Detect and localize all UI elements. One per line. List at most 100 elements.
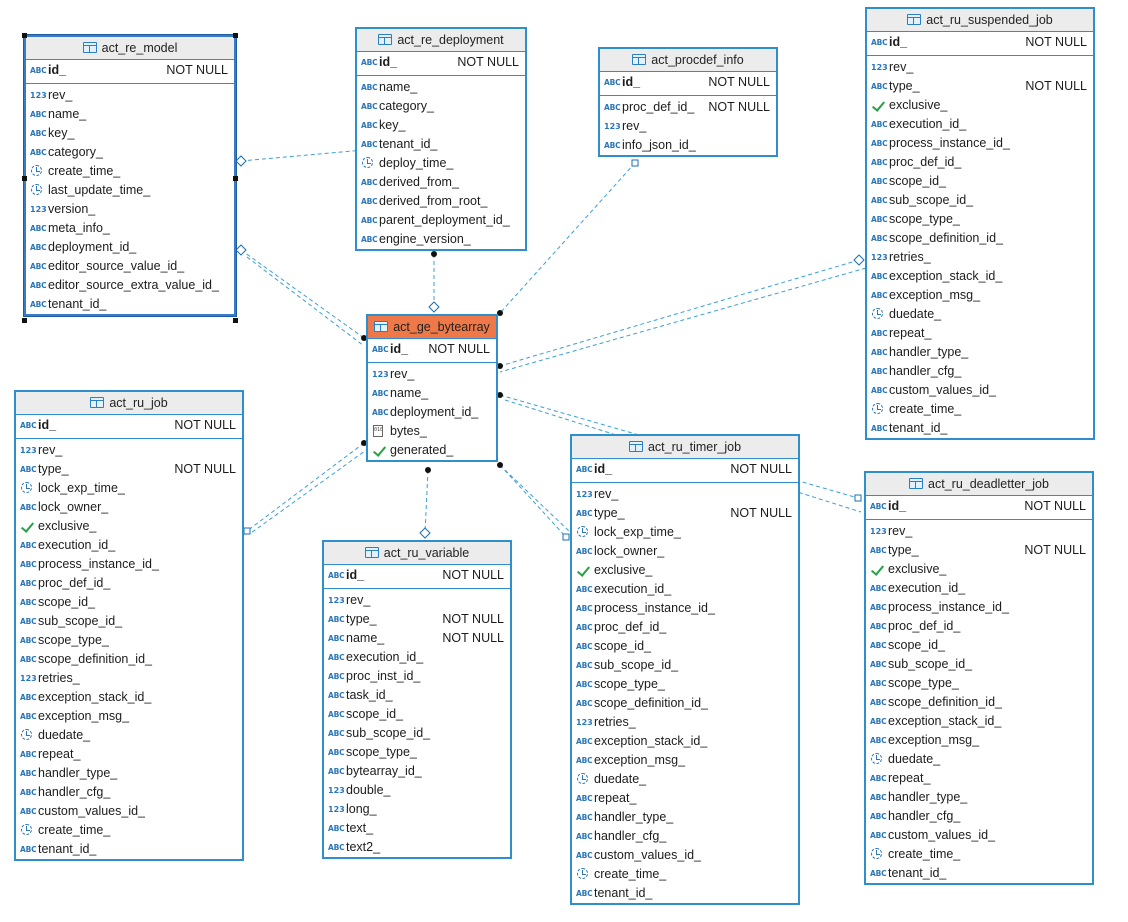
column-row[interactable]: exception_stack_id_ [866,712,1092,731]
column-row[interactable]: create_time_ [16,821,242,840]
column-row[interactable]: rev_ [368,365,496,384]
column-row[interactable]: create_time_ [866,845,1092,864]
column-row[interactable]: exception_stack_id_ [867,267,1093,286]
table-act_ru_deadletter_job[interactable]: act_ru_deadletter_jobid_NOT NULLrev_type… [864,471,1094,885]
column-row[interactable]: exception_msg_ [866,731,1092,750]
column-row[interactable]: execution_id_ [866,579,1092,598]
column-row[interactable]: sub_scope_id_ [867,191,1093,210]
column-row[interactable]: handler_type_ [867,343,1093,362]
column-row[interactable]: tenant_id_ [357,135,525,154]
column-row[interactable]: id_NOT NULL [572,460,798,479]
column-row[interactable]: create_time_ [867,400,1093,419]
column-row[interactable]: proc_inst_id_ [324,667,510,686]
resize-handle[interactable] [22,175,27,181]
column-row[interactable]: duedate_ [16,726,242,745]
column-row[interactable]: tenant_id_ [572,884,798,903]
column-row[interactable]: name_ [357,78,525,97]
column-row[interactable]: repeat_ [16,745,242,764]
column-row[interactable]: duedate_ [866,750,1092,769]
column-row[interactable]: id_NOT NULL [357,53,525,72]
resize-handle[interactable] [233,318,238,323]
column-row[interactable]: editor_source_extra_value_id_ [26,276,234,295]
column-row[interactable]: lock_exp_time_ [16,479,242,498]
column-row[interactable]: process_instance_id_ [572,599,798,618]
column-row[interactable]: sub_scope_id_ [572,656,798,675]
column-row[interactable]: scope_definition_id_ [867,229,1093,248]
column-row[interactable]: lock_exp_time_ [572,523,798,542]
table-act_ru_variable[interactable]: act_ru_variableid_NOT NULLrev_type_NOT N… [322,540,512,859]
column-row[interactable]: editor_source_value_id_ [26,257,234,276]
column-row[interactable]: handler_type_ [16,764,242,783]
column-row[interactable]: scope_id_ [866,636,1092,655]
column-row[interactable]: derived_from_root_ [357,192,525,211]
column-row[interactable]: tenant_id_ [26,295,234,314]
column-row[interactable]: execution_id_ [572,580,798,599]
column-row[interactable]: proc_def_id_ [16,574,242,593]
column-row[interactable]: exception_stack_id_ [16,688,242,707]
table-header[interactable]: act_procdef_info [600,49,776,72]
column-row[interactable]: long_ [324,800,510,819]
table-act_procdef_info[interactable]: act_procdef_infoid_NOT NULLproc_def_id_N… [598,47,778,157]
column-row[interactable]: rev_ [16,441,242,460]
column-row[interactable]: category_ [357,97,525,116]
column-row[interactable]: key_ [357,116,525,135]
table-act_ru_timer_job[interactable]: act_ru_timer_jobid_NOT NULL rev_type_NOT … [570,434,800,905]
column-row[interactable]: retries_ [16,669,242,688]
column-row[interactable]: exception_stack_id_ [572,732,798,751]
column-row[interactable]: type_NOT NULL [16,460,242,479]
column-row[interactable]: engine_version_ [357,230,525,249]
column-row[interactable]: scope_id_ [867,172,1093,191]
column-row[interactable]: retries_ [572,713,798,732]
column-row[interactable]: last_update_time_ [26,181,234,200]
column-row[interactable]: sub_scope_id_ [16,612,242,631]
column-row[interactable]: deploy_time_ [357,154,525,173]
column-row[interactable]: lock_owner_ [16,498,242,517]
column-row[interactable]: name_NOT NULL [324,629,510,648]
column-row[interactable]: id_NOT NULL [368,340,496,359]
table-header[interactable]: act_ru_job [16,392,242,415]
table-header[interactable]: act_ru_deadletter_job [866,473,1092,496]
column-row[interactable]: double_ [324,781,510,800]
column-row[interactable]: rev_ [26,86,234,105]
table-act_ge_bytearray[interactable]: act_ge_bytearrayid_NOT NULLrev_name_depl… [366,314,498,462]
column-row[interactable]: duedate_ [572,770,798,789]
column-row[interactable]: rev_ [572,485,798,504]
column-row[interactable]: rev_ [866,522,1092,541]
column-row[interactable]: custom_values_id_ [867,381,1093,400]
column-row[interactable]: scope_type_ [867,210,1093,229]
column-row[interactable]: rev_ [867,58,1093,77]
column-row[interactable]: key_ [26,124,234,143]
column-row[interactable]: scope_definition_id_ [866,693,1092,712]
table-header[interactable]: act_ru_suspended_job [867,9,1093,32]
column-row[interactable]: type_NOT NULL [867,77,1093,96]
column-row[interactable]: task_id_ [324,686,510,705]
column-row[interactable]: meta_info_ [26,219,234,238]
column-row[interactable]: execution_id_ [867,115,1093,134]
column-row[interactable]: type_NOT NULL [572,504,798,523]
column-row[interactable]: exclusive_ [866,560,1092,579]
column-row[interactable]: execution_id_ [324,648,510,667]
column-row[interactable]: tenant_id_ [867,419,1093,438]
table-header[interactable]: act_ru_timer_job [572,436,798,459]
column-row[interactable]: scope_type_ [572,675,798,694]
column-row[interactable]: create_time_ [26,162,234,181]
column-row[interactable]: handler_cfg_ [16,783,242,802]
column-row[interactable]: scope_type_ [324,743,510,762]
column-row[interactable]: rev_ [324,591,510,610]
table-header[interactable]: act_ge_bytearray [368,316,496,339]
column-row[interactable]: deployment_id_ [26,238,234,257]
column-row[interactable]: text_ [324,819,510,838]
table-act_ru_suspended_job[interactable]: act_ru_suspended_jobid_NOT NULLrev_type_… [865,7,1095,440]
column-row[interactable]: handler_type_ [866,788,1092,807]
column-row[interactable]: exclusive_ [16,517,242,536]
column-row[interactable]: sub_scope_id_ [866,655,1092,674]
resize-handle[interactable] [233,33,238,38]
column-row[interactable]: info_json_id_ [600,136,776,155]
column-row[interactable]: generated_ [368,441,496,460]
column-row[interactable]: category_ [26,143,234,162]
column-row[interactable]: custom_values_id_ [16,802,242,821]
column-row[interactable]: duedate_ [867,305,1093,324]
column-row[interactable]: handler_cfg_ [572,827,798,846]
column-row[interactable]: repeat_ [866,769,1092,788]
column-row[interactable]: lock_owner_ [572,542,798,561]
